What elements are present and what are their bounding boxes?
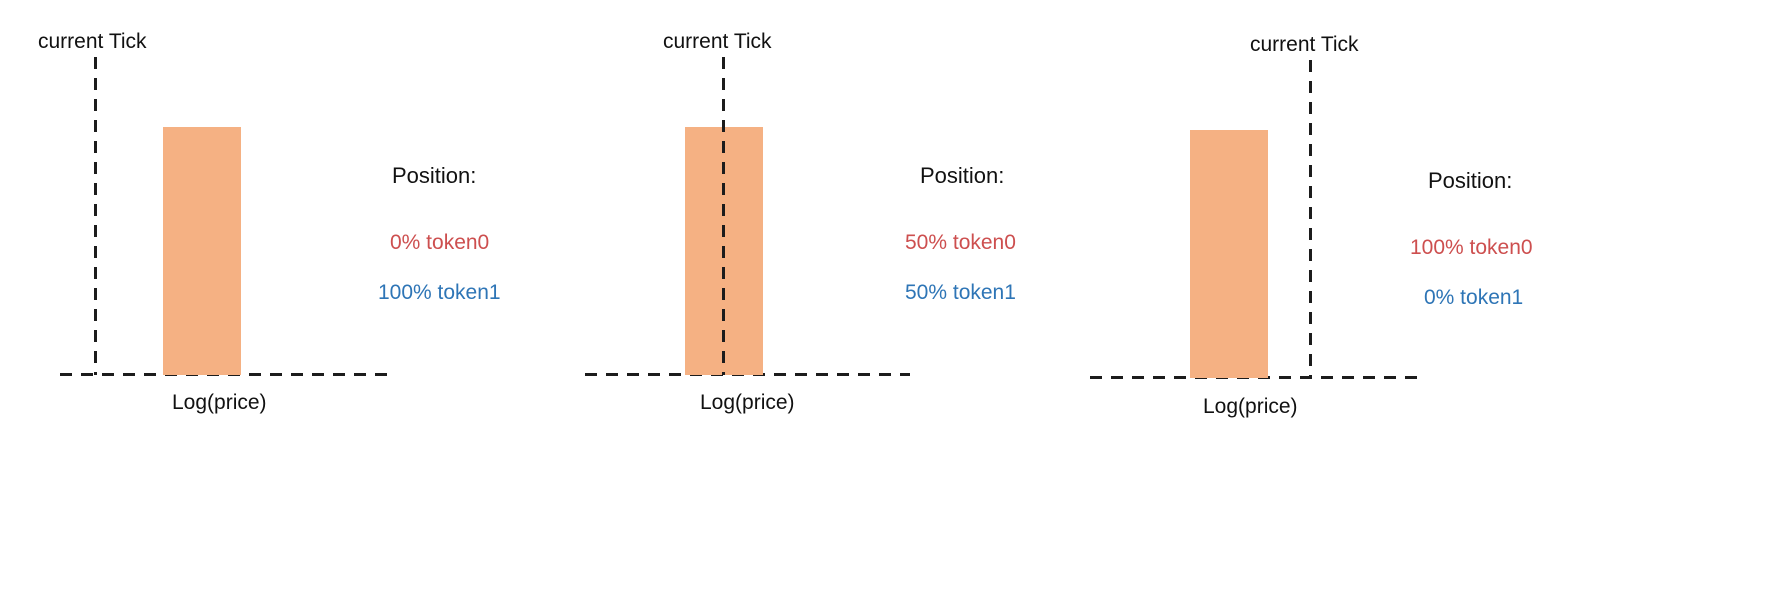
current-tick-line <box>722 57 725 375</box>
token1-share-label: 0% token1 <box>1424 286 1524 309</box>
token1-share-label: 50% token1 <box>905 281 1016 304</box>
price-axis-label: Log(price) <box>700 391 795 414</box>
liquidity-range-bar <box>1190 130 1268 378</box>
price-axis-label: Log(price) <box>172 391 267 414</box>
current-tick-label: current Tick <box>1250 33 1359 56</box>
current-tick-line <box>94 57 97 375</box>
token1-share-label: 100% token1 <box>378 281 501 304</box>
position-title: Position: <box>920 163 1005 188</box>
token0-share-label: 100% token0 <box>1410 236 1533 259</box>
price-axis-label: Log(price) <box>1203 395 1298 418</box>
liquidity-range-bar <box>163 127 241 375</box>
position-title: Position: <box>392 163 477 188</box>
position-title: Position: <box>1428 168 1513 193</box>
current-tick-label: current Tick <box>38 30 147 53</box>
current-tick-label: current Tick <box>663 30 772 53</box>
token0-share-label: 0% token0 <box>390 231 490 254</box>
token0-share-label: 50% token0 <box>905 231 1016 254</box>
current-tick-line <box>1309 60 1312 378</box>
